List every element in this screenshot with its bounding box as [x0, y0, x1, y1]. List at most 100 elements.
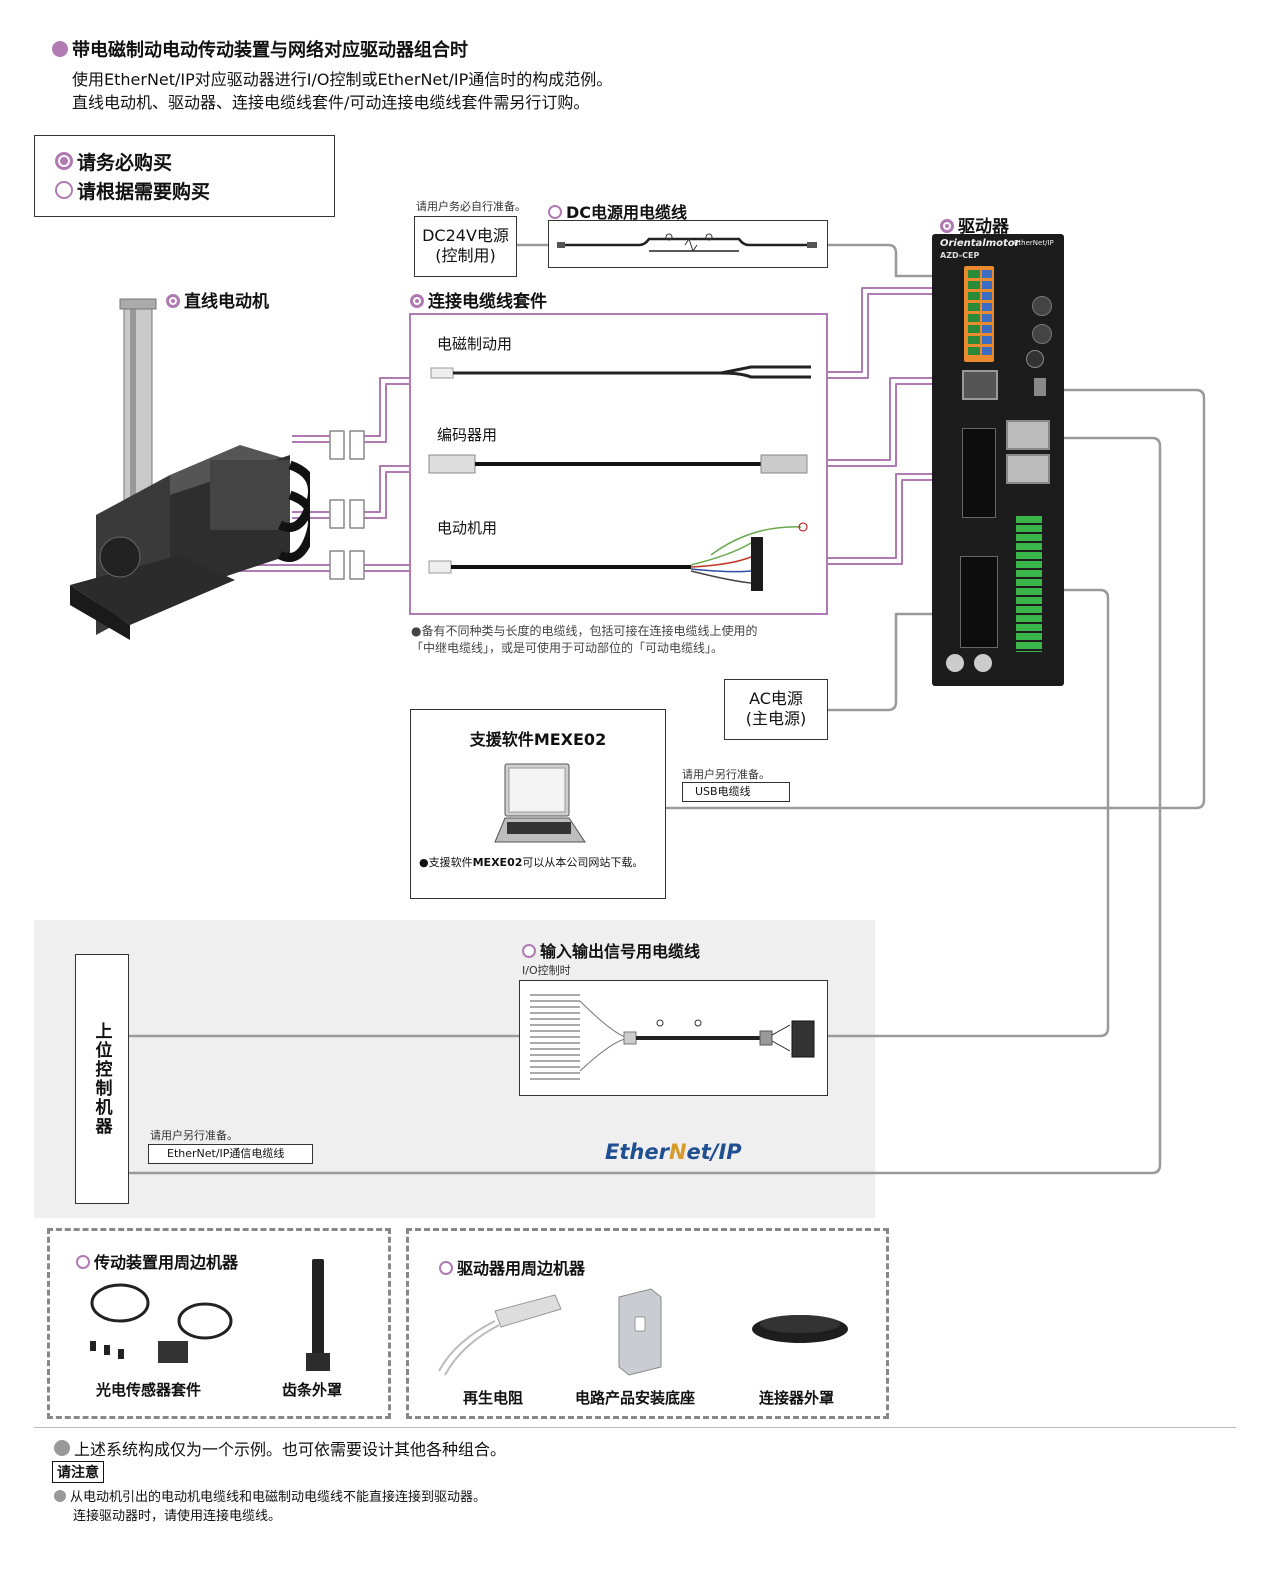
cable-kit-box: 电磁制动用 编码器用 电动机用 [409, 313, 828, 615]
dc-power-box: DC24V电源 (控制用) [414, 216, 517, 277]
usb-note: 请用户另行准备。 [682, 768, 770, 781]
driver-accessories-title: 驱动器用周边机器 [457, 1259, 586, 1278]
required-bullet-icon [940, 219, 954, 233]
usb-port [1034, 378, 1046, 396]
ac-power-label-1: AC电源 [749, 689, 803, 708]
mounting-plate-image [618, 1288, 662, 1376]
driver-title-row: 驱动器 [940, 212, 1009, 237]
io-cable-title-row: 输入输出信号用电缆线 [522, 938, 700, 962]
ethernet-ip-logo: EtherNet/IP [605, 1140, 742, 1164]
regen-resistor-image [438, 1294, 562, 1376]
ethernet-port-2 [1006, 454, 1050, 484]
actuator-accessories-box: 传动装置用周边机器 光电传感器套件 齿条外罩 [47, 1228, 391, 1419]
driver-unit: Orientalmotor EtherNet/IP AZD-CEP [932, 234, 1064, 686]
required-bullet-icon [55, 152, 73, 170]
host-controller-label: 上位控制机器 [91, 1022, 112, 1136]
ac-power-label-2: (主电源) [745, 709, 807, 728]
cable-kit-note-2: 「中继电缆线」，或是可使用于可动部位的「可动电缆线」。 [411, 641, 724, 655]
cable-encoder-label: 编码器用 [437, 426, 498, 444]
footer-note: 上述系统构成仅为一个示例。也可依需要设计其他各种组合。 [74, 1440, 507, 1459]
io-cable-image [530, 994, 815, 1080]
ethernet-port-1 [1006, 420, 1050, 450]
io-cable-sub: I/O控制时 [522, 964, 571, 977]
caution-label: 请注意 [52, 1461, 104, 1483]
motor-title-row: 直线电动机 [166, 287, 269, 312]
io-cable-title: 输入输出信号用电缆线 [540, 942, 701, 961]
legend-box: 请务必购买 请根据需要购买 [34, 135, 335, 217]
software-box: 支援软件MEXE02 ●支援软件MEXE02可以从本公司网站下载。 [410, 709, 666, 899]
cable-kit-images [428, 365, 811, 591]
header-line-2: 直线电动机、驱动器、连接电缆线套件/可动连接电缆线套件需另行订购。 [72, 93, 590, 112]
encoder-connector [962, 370, 998, 400]
legend-optional-label: 请根据需要购买 [77, 181, 211, 203]
rack-cover-image [306, 1259, 330, 1371]
logo-part-3: et/IP [686, 1140, 742, 1164]
connector-cover-image [752, 1315, 848, 1343]
logo-part-1: Ether [605, 1140, 669, 1164]
gray-bullet-icon [54, 1490, 66, 1502]
required-bullet-icon [166, 294, 180, 308]
software-title: 支援软件MEXE02 [411, 726, 665, 750]
ground-screw-1 [946, 654, 964, 672]
dc-cable-box [548, 220, 828, 268]
mounting-plate-label: 电路产品安装底座 [575, 1389, 696, 1407]
optional-bullet-icon [76, 1255, 90, 1269]
rack-cover-label: 齿条外罩 [282, 1381, 343, 1399]
caution-row: 从电动机引出的电动机电缆线和电磁制动电缆线不能直接连接到驱动器。 [54, 1486, 486, 1505]
driver-brand: Orientalmotor [940, 238, 1020, 249]
driver-title: 驱动器 [958, 217, 1009, 237]
legend-required-label: 请务必购买 [77, 152, 173, 174]
header-line-1: 使用EtherNet/IP对应驱动器进行I/O控制或EtherNet/IP通信时… [72, 70, 613, 89]
gray-bullet-icon [54, 1440, 70, 1456]
optional-bullet-icon [55, 181, 73, 199]
actuator-accessories-title-row: 传动装置用周边机器 [76, 1249, 238, 1273]
title-bullet-icon [52, 41, 68, 57]
driver-model: AZD-CEP [940, 251, 980, 260]
driver-accessories-title-row: 驱动器用周边机器 [439, 1255, 585, 1279]
cn1-screws [982, 270, 992, 358]
footer-note-row: 上述系统构成仅为一个示例。也可依需要设计其他各种组合。 [54, 1436, 506, 1460]
ac-power-box: AC电源 (主电源) [724, 679, 828, 740]
dc-cable-title: DC电源用电缆线 [566, 203, 688, 222]
footer-divider [34, 1427, 1236, 1428]
logo-part-2: N [668, 1140, 687, 1164]
reset-button[interactable] [1026, 350, 1044, 368]
power-terminal [960, 556, 998, 648]
page-title: 带电磁制动电动传动装置与网络对应驱动器组合时 [72, 40, 468, 61]
dc-power-label-2: (控制用) [435, 246, 496, 265]
software-title-prefix: 支援软件 [469, 730, 534, 749]
legend-optional: 请根据需要购买 [55, 177, 210, 204]
software-title-name: MEXE02 [533, 730, 607, 749]
software-note-name: MEXE02 [472, 856, 523, 869]
software-note-prefix: ●支援软件 [419, 856, 473, 869]
address-dial-2[interactable] [1032, 324, 1052, 344]
cable-motor-label: 电动机用 [437, 519, 498, 537]
dc-power-label-1: DC24V电源 [422, 226, 509, 245]
cable-kit-title: 连接电缆线套件 [428, 292, 547, 312]
cable-brake-label: 电磁制动用 [437, 335, 513, 353]
motor-connector [962, 428, 996, 518]
actuator-accessories-title: 传动装置用周边机器 [94, 1253, 239, 1272]
cable-kit-note-1: ●备有不同种类与长度的电缆线，包括可接在连接电缆线上使用的 [411, 624, 758, 638]
optional-bullet-icon [548, 205, 562, 219]
driver-accessories-box: 驱动器用周边机器 再生电阻 电路产品安装底座 连接器外罩 [406, 1228, 889, 1419]
photo-sensor-kit-label: 光电传感器套件 [96, 1381, 202, 1399]
optional-bullet-icon [522, 944, 536, 958]
ground-screw-2 [974, 654, 992, 672]
cn1-pins [968, 270, 980, 358]
address-dial[interactable] [1032, 296, 1052, 316]
caution-line-2: 连接驱动器时，请使用连接电缆线。 [73, 1509, 282, 1524]
cable-kit-title-row: 连接电缆线套件 [410, 287, 547, 312]
ethernet-note: 请用户另行准备。 [150, 1129, 238, 1142]
photo-sensor-kit-image [90, 1283, 233, 1363]
dc-cable-image [557, 233, 817, 253]
laptop-icon [494, 763, 586, 843]
regen-resistor-label: 再生电阻 [463, 1389, 524, 1407]
host-controller-box: 上位控制机器 [75, 954, 129, 1204]
caution-line-1: 从电动机引出的电动机电缆线和电磁制动电缆线不能直接连接到驱动器。 [70, 1490, 487, 1505]
dc-power-note: 请用户务必自行准备。 [416, 200, 526, 213]
linear-motor-image [70, 298, 310, 640]
io-cable-box [519, 980, 828, 1096]
legend-required: 请务必购买 [55, 148, 172, 175]
